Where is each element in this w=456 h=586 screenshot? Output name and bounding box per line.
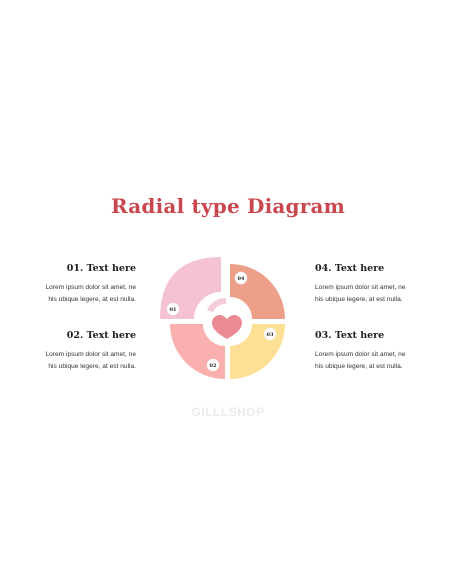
badge-02: 02 [206,358,220,372]
segment-03 [230,324,285,379]
segment-02 [170,324,225,379]
heart-icon [212,315,242,339]
watermark: GILLLSHOP [191,405,265,419]
text-block-line: Lorem ipsum dolor sit amet, ne [45,284,136,291]
diagram-title: Radial type Diagram [110,194,345,218]
badge-01: 01 [166,302,180,316]
inner-arc [207,297,226,312]
text-block-line: Lorem ipsum dolor sit amet, ne [315,284,406,291]
svg-text:01: 01 [170,307,177,313]
text-block-02: 02. Text here Lorem ipsum dolor sit amet… [6,330,136,373]
radial-diagram: 01 04 03 02 [160,257,285,379]
text-block-line: Lorem ipsum dolor sit amet, ne [45,351,136,358]
text-block-01: 01. Text here Lorem ipsum dolor sit amet… [6,263,136,306]
segment-04 [230,264,285,319]
svg-text:04: 04 [238,276,245,282]
svg-text:03: 03 [267,332,274,338]
text-block-line: his ubique legere, at est nulla. [315,296,403,303]
badge-04: 04 [234,271,248,285]
text-block-line: Lorem ipsum dolor sit amet, ne [315,351,406,358]
text-block-line: his ubique legere, at est nulla. [48,296,136,303]
text-block-heading: 04. Text here [315,263,385,274]
text-block-heading: 03. Text here [315,330,385,341]
text-block-heading: 01. Text here [66,263,136,274]
text-block-heading: 02. Text here [66,330,136,341]
text-block-04: 04. Text here Lorem ipsum dolor sit amet… [315,263,445,306]
svg-text:02: 02 [210,363,217,369]
text-block-line: his ubique legere, at est nulla. [48,363,136,370]
badge-03: 03 [263,327,277,341]
text-block-line: his ubique legere, at est nulla. [315,363,403,370]
text-block-03: 03. Text here Lorem ipsum dolor sit amet… [315,330,445,373]
